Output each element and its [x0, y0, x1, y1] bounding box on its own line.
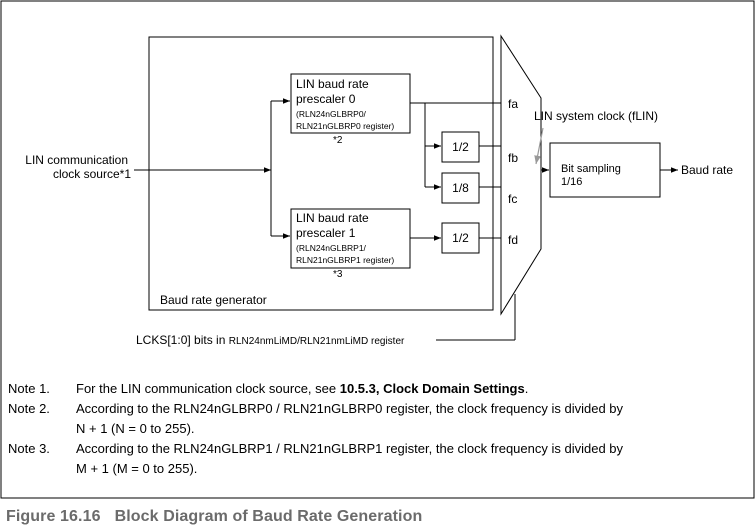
prescaler1-note-ref: *3 — [333, 269, 343, 280]
clock-multiplexer — [500, 34, 542, 316]
notes-section: Note 1. For the LIN communication clock … — [8, 379, 748, 479]
prescaler1-line1: LIN baud rate — [296, 211, 369, 225]
note-1: Note 1. For the LIN communication clock … — [8, 379, 748, 399]
figure-number: Figure 16.16 — [6, 508, 101, 525]
mux-input-fd: fd — [508, 233, 518, 247]
mux-input-fb: fb — [508, 151, 518, 165]
prescaler0-note-ref: *2 — [333, 135, 343, 146]
prescaler0-line4: RLN21nGLBRP0 register) — [296, 121, 394, 131]
divider-a-label: 1/2 — [452, 140, 469, 154]
baud-rate-generator-label: Baud rate generator — [160, 293, 267, 307]
baud-rate-generator-block — [148, 36, 494, 311]
divider-c-block — [441, 222, 480, 254]
outer-frame-border — [0, 0, 755, 499]
note-1-reference: 10.5.3, Clock Domain Settings — [339, 381, 525, 396]
lin-system-clock-pointer — [534, 127, 544, 165]
input-label-line1: LIN communication — [25, 153, 128, 167]
note-3-label: Note 3. — [8, 441, 50, 456]
prescaler1-line4: RLN21nGLBRP1 register) — [296, 255, 394, 265]
note-3-text: According to the RLN24nGLBRP1 / RLN21nGL… — [76, 441, 624, 476]
divider-b-block — [441, 172, 480, 204]
note-1-text: For the LIN communication clock source, … — [76, 381, 529, 396]
bit-sampling-line1: Bit sampling — [561, 163, 621, 175]
note-2-text: According to the RLN24nGLBRP0 / RLN21nGL… — [76, 401, 624, 436]
prescaler0-line3: (RLN24nGLBRP0/ — [296, 109, 367, 119]
figure-frame: Baud rate generator LIN communication cl… — [0, 0, 755, 499]
prescaler1-block: LIN baud rate prescaler 1 (RLN24nGLBRP1/… — [290, 208, 411, 269]
divider-a-block — [441, 131, 480, 163]
divider-b-label: 1/8 — [452, 181, 469, 195]
note-1-label: Note 1. — [8, 381, 50, 396]
prescaler0-line2: prescaler 0 — [296, 92, 356, 106]
output-label: Baud rate — [681, 163, 733, 177]
note-3: Note 3. According to the RLN24nGLBRP1 / … — [8, 439, 748, 479]
mux-input-fa: fa — [508, 97, 518, 111]
lin-system-clock-label: LIN system clock (fLIN) — [534, 109, 658, 123]
input-label-line2: clock source*1 — [53, 167, 131, 181]
figure-title: Block Diagram of Baud Rate Generation — [114, 508, 423, 525]
figure-caption: Figure 16.16 Block Diagram of Baud Rate G… — [6, 508, 422, 526]
prescaler1-line2: prescaler 1 — [296, 226, 356, 240]
prescaler0-line1: LIN baud rate — [296, 77, 369, 91]
divider-c-label: 1/2 — [452, 231, 469, 245]
prescaler0-block: LIN baud rate prescaler 0 (RLN24nGLBRP0/… — [290, 73, 411, 134]
prescaler1-line3: (RLN24nGLBRP1/ — [296, 243, 367, 253]
baud-rate-block-diagram: Baud rate generator LIN communication cl… — [0, 0, 755, 499]
bit-sampling-line2: 1/16 — [561, 176, 582, 188]
note-2-label: Note 2. — [8, 401, 50, 416]
lcks-label: LCKS[1:0] bits in RLN24nmLiMD/RLN21nmLiM… — [136, 333, 405, 347]
note-2: Note 2. According to the RLN24nGLBRP0 / … — [8, 399, 748, 439]
mux-input-fc: fc — [508, 192, 517, 206]
